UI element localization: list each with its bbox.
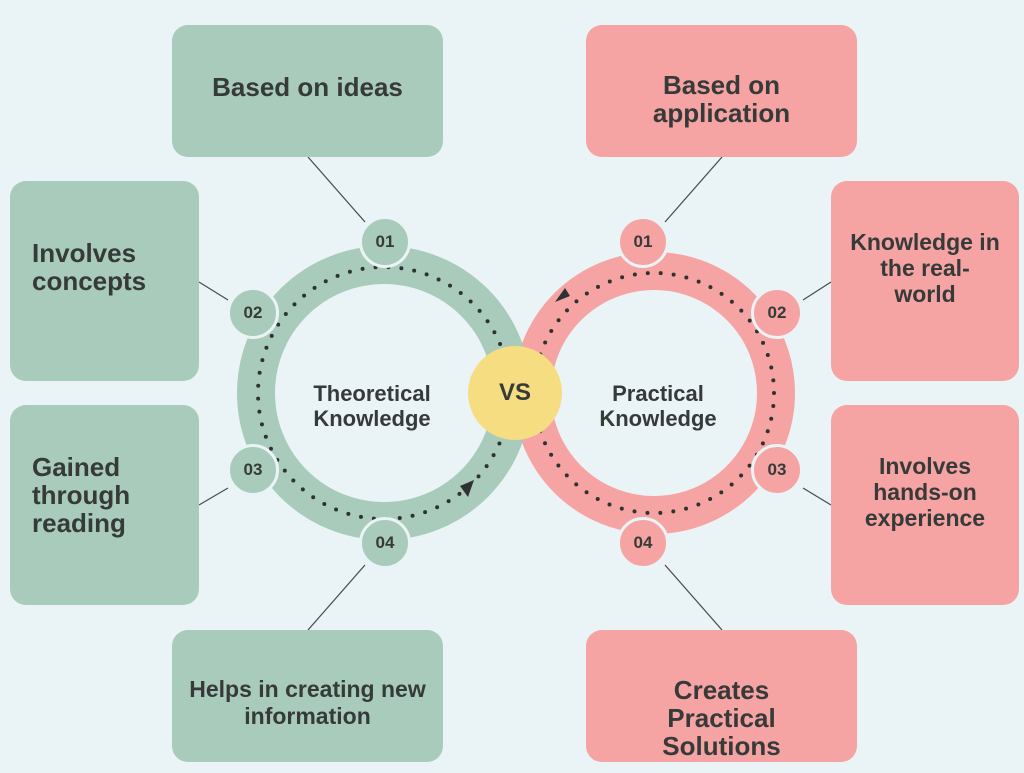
item-text: Based on application (652, 70, 791, 128)
item-text: Based on ideas (212, 72, 403, 102)
arrow-icon (555, 288, 570, 302)
practical-badge-02: 02 (751, 287, 803, 339)
theoretical-title: Theoretical Knowledge (272, 381, 472, 431)
item-text: Knowledge in the real-world (850, 229, 1000, 307)
connector-line (664, 564, 723, 631)
badge-number: 04 (375, 533, 395, 552)
badge-number: 02 (243, 303, 263, 322)
vs-badge: VS (468, 346, 562, 440)
connector-line (802, 487, 832, 506)
theoretical-item-03-box: Gained through reading (10, 405, 199, 605)
theoretical-item-04-box: Helps in creating new information (172, 630, 443, 762)
theoretical-item-01-box: Based on ideas (172, 25, 443, 157)
item-text: Creates Practical Solutions (662, 675, 781, 761)
vs-label: VS (498, 379, 531, 406)
practical-badge-01: 01 (617, 216, 669, 268)
badge-number: 02 (767, 303, 787, 322)
practical-item-03-box: Involves hands-on experience (831, 405, 1019, 605)
item-text: Involves hands-on experience (864, 453, 986, 531)
practical-item-01-box: Based on application (586, 25, 857, 157)
practical-badge-03: 03 (751, 444, 803, 496)
connector-line (307, 564, 366, 631)
connector-line (664, 156, 723, 223)
practical-badge-04: 04 (617, 517, 669, 569)
item-text: Involves concepts (32, 238, 147, 296)
badge-number: 03 (243, 460, 263, 479)
title-line: Practical (612, 381, 704, 406)
practical-item-02-box: Knowledge in the real-world (831, 181, 1019, 381)
badge-number: 01 (633, 232, 653, 251)
theoretical-badge-03: 03 (227, 444, 279, 496)
title-line: Knowledge (313, 406, 431, 431)
badge-number: 03 (767, 460, 787, 479)
practical-item-04-box: Creates Practical Solutions (586, 630, 857, 762)
connector-lines (198, 156, 832, 631)
item-text: Helps in creating new information (189, 676, 426, 729)
theoretical-item-02-box: Involves concepts (10, 181, 199, 381)
theoretical-badge-04: 04 (359, 517, 411, 569)
connector-line (307, 156, 366, 223)
arrow-icon (460, 480, 474, 497)
connector-line (198, 487, 229, 506)
badge-number: 01 (375, 232, 395, 251)
theoretical-badge-01: 01 (359, 216, 411, 268)
title-line: Theoretical (313, 381, 431, 406)
title-line: Knowledge (599, 406, 717, 431)
connector-line (198, 281, 229, 301)
badge-number: 04 (633, 533, 653, 552)
item-text: Gained through reading (32, 452, 131, 538)
practical-title: Practical Knowledge (558, 381, 758, 431)
connector-line (802, 281, 832, 301)
theoretical-badge-02: 02 (227, 287, 279, 339)
